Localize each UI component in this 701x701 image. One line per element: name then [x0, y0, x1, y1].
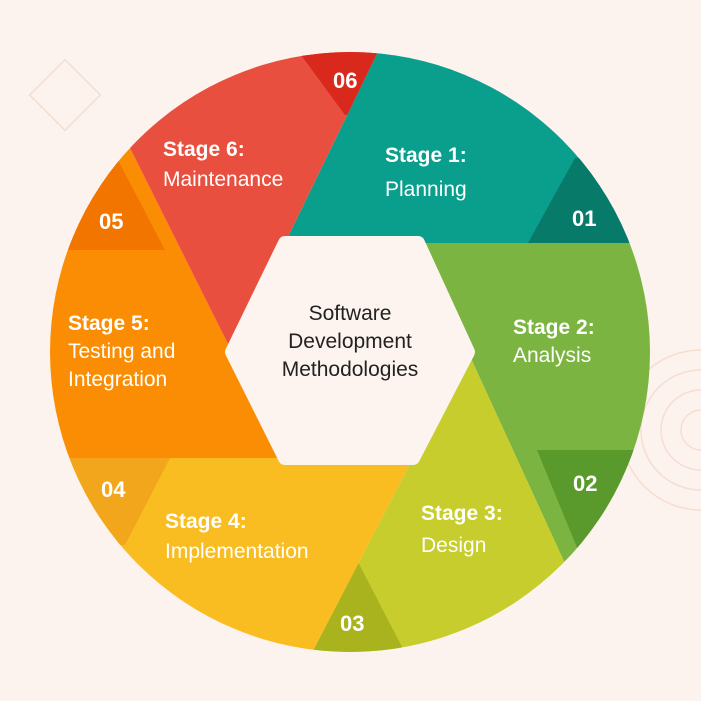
- stage-4-title: Stage 4:: [165, 510, 247, 533]
- stage-1-label: Stage 1: Planning: [385, 142, 467, 204]
- stage-4-number: 04: [101, 477, 126, 502]
- stage-6-number: 06: [333, 68, 358, 93]
- stage-5-name-line: Integration: [68, 368, 168, 391]
- center-hexagon: [225, 236, 475, 465]
- stage-2-name: Analysis: [513, 344, 592, 367]
- stage-3-number: 03: [340, 611, 365, 636]
- stage-4-name: Implementation: [165, 540, 309, 563]
- center-title-line: Software: [308, 302, 392, 325]
- stage-2-number: 02: [573, 471, 598, 496]
- stage-1-name: Planning: [385, 178, 467, 201]
- stage-6-title: Stage 6:: [163, 138, 245, 161]
- stage-1-number: 01: [572, 206, 597, 231]
- stage-5-name-line: Testing and: [68, 340, 176, 363]
- stage-3-title: Stage 3:: [421, 502, 503, 525]
- stage-4-label: Stage 4: Implementation: [165, 508, 309, 566]
- stage-5-number: 05: [99, 209, 124, 234]
- center-title-line: Methodologies: [281, 358, 419, 381]
- stage-6-label: Stage 6: Maintenance: [163, 136, 283, 194]
- stage-2-title: Stage 2:: [513, 316, 595, 339]
- center-title-line: Development: [288, 330, 412, 353]
- stage-3-label: Stage 3: Design: [421, 500, 503, 560]
- stage-3-name: Design: [421, 534, 487, 557]
- center-title: Software Development Methodologies: [232, 300, 468, 384]
- stage-2-label: Stage 2: Analysis: [513, 314, 595, 370]
- stage-5-title: Stage 5:: [68, 312, 150, 335]
- stage-1-title: Stage 1:: [385, 144, 467, 167]
- stage-6-name: Maintenance: [163, 168, 284, 191]
